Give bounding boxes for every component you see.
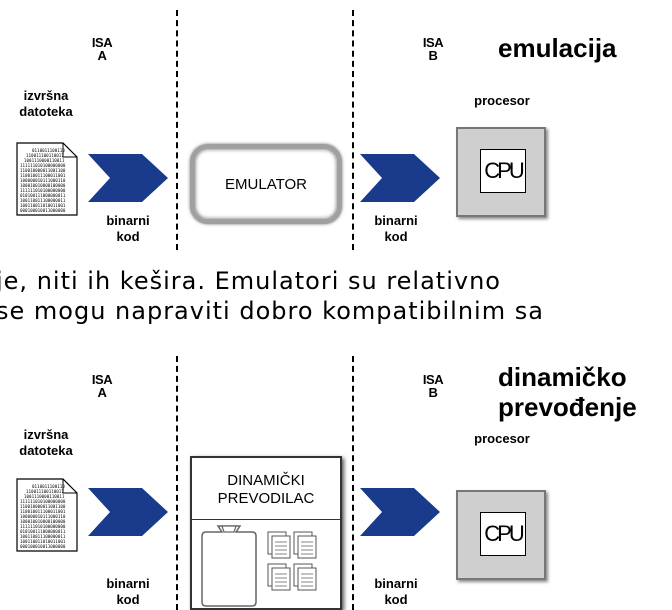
executable-label-line1: izvršna (23, 88, 69, 103)
arrow-right-icon (88, 488, 168, 536)
svg-text:100110011100000011: 100110011100000011 (20, 198, 66, 203)
arrow-right-icon (360, 488, 440, 536)
svg-text:1001110000110011: 1001110000110011 (24, 494, 65, 499)
cpu-box: CPU (456, 490, 546, 580)
separator-line-left (176, 10, 178, 250)
diagram-title: emulacija (498, 33, 617, 63)
svg-text:110011100110011: 110011100110011 (26, 153, 64, 158)
cpu-box: CPU (456, 127, 546, 217)
binary-code-label-line1: binarni (106, 213, 150, 228)
executable-label-line2: datoteka (19, 104, 73, 119)
dynamic-translator-label-line2: PREVODILAC (217, 490, 315, 507)
svg-text:110010011100011001: 110010011100011001 (20, 173, 66, 178)
processor-label: procesor (474, 431, 530, 446)
isa-a-label: ISA A (91, 372, 113, 400)
svg-text:100010010000100000: 100010010000100000 (20, 183, 66, 188)
isa-b-label: ISA B (422, 35, 444, 63)
binary-code-label: binarni kod (364, 576, 428, 608)
emulator-label: EMULATOR (225, 175, 307, 193)
cpu-chip: CPU (480, 149, 526, 193)
svg-text:110010011100011001: 110010011100011001 (20, 509, 66, 514)
isa-b-label: ISA B (422, 372, 444, 400)
binary-code-label-line2: kod (384, 592, 408, 607)
diagram-title-line1: dinamičko (498, 362, 627, 392)
svg-text:010100111000000011: 010100111000000011 (20, 529, 66, 534)
binary-code-label: binarni kod (96, 213, 160, 245)
paragraph-line-2: se mogu napraviti dobro kompatibilnim sa (0, 297, 544, 325)
paragraph-line-1: je, niti ih kešira. Emulatori su relativ… (0, 267, 501, 295)
dynamic-translator-label-line1: DINAMIČKI (227, 472, 305, 489)
processor-label: procesor (474, 93, 530, 108)
svg-text:000100010011000000: 000100010011000000 (20, 208, 66, 213)
svg-text:110010000011001100: 110010000011001100 (20, 168, 66, 173)
svg-text:111111010100000000: 111111010100000000 (20, 188, 66, 193)
svg-text:111111010100000000: 111111010100000000 (20, 163, 66, 168)
svg-text:100110011010011001: 100110011010011001 (20, 203, 66, 208)
binary-code-label: binarni kod (364, 213, 428, 245)
svg-text:0110011100110: 0110011100110 (32, 148, 65, 153)
emulator-box: EMULATOR (190, 144, 342, 224)
svg-text:110010000011001100: 110010000011001100 (20, 504, 66, 509)
svg-text:010100111000000011: 010100111000000011 (20, 193, 66, 198)
arrow-right-icon (88, 154, 168, 202)
arrow-right-icon (360, 154, 440, 202)
isa-a-label: ISA A (91, 35, 113, 63)
diagram-title-line2: prevođenje (498, 392, 637, 422)
binary-code-label-line1: binarni (374, 213, 418, 228)
executable-label: izvršna datoteka (0, 427, 92, 459)
binary-code-label-line1: binarni (374, 576, 418, 591)
svg-text:000100010011000000: 000100010011000000 (20, 544, 66, 549)
diagram-title: dinamičko prevođenje (498, 362, 637, 422)
svg-text:110011100110011: 110011100110011 (26, 489, 64, 494)
separator-line-left (176, 356, 178, 610)
separator-line-right (352, 356, 354, 610)
svg-text:111111010100000000: 111111010100000000 (20, 499, 66, 504)
executable-label: izvršna datoteka (0, 88, 92, 120)
binary-code-label-line2: kod (116, 229, 140, 244)
executable-label-line2: datoteka (19, 443, 73, 458)
binary-code-label-line1: binarni (106, 576, 150, 591)
dynamic-translator-title: DINAMIČKI PREVODILAC (192, 458, 340, 520)
binary-file-icon: 0110011100110 110011100110011 1001110000… (16, 142, 78, 216)
cpu-chip: CPU (480, 512, 526, 556)
svg-text:1001110000110011: 1001110000110011 (24, 158, 65, 163)
separator-line-right (352, 10, 354, 250)
dynamic-translator-box: DINAMIČKI PREVODILAC (190, 456, 342, 610)
svg-text:100000010111000110: 100000010111000110 (20, 514, 66, 519)
cpu-label: CPU (484, 158, 524, 183)
svg-text:100010010000100000: 100010010000100000 (20, 519, 66, 524)
cpu-label: CPU (484, 521, 524, 546)
svg-text:111111010100000000: 111111010100000000 (20, 524, 66, 529)
svg-text:100000010111000110: 100000010111000110 (20, 178, 66, 183)
binary-file-icon: 0110011100110 110011100110011 1001110000… (16, 478, 78, 552)
binary-code-label-line2: kod (116, 592, 140, 607)
binary-code-label: binarni kod (96, 576, 160, 608)
executable-label-line1: izvršna (23, 427, 69, 442)
svg-text:0110011100110: 0110011100110 (32, 484, 65, 489)
svg-text:100110011010011001: 100110011010011001 (20, 539, 66, 544)
svg-text:100110011100000011: 100110011100000011 (20, 534, 66, 539)
binary-code-label-line2: kod (384, 229, 408, 244)
code-cache-icon (201, 525, 317, 607)
